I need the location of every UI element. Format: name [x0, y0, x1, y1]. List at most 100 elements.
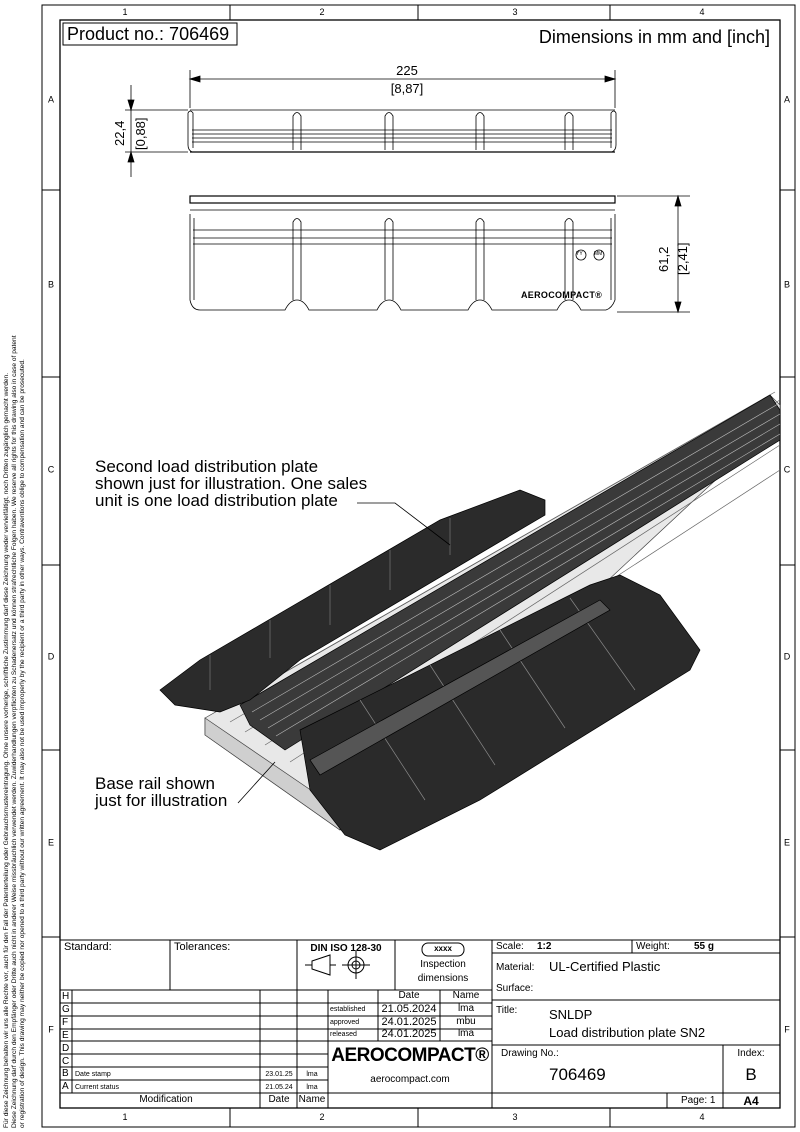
- approval-name-released: lma: [457, 1028, 475, 1039]
- zone-row-e-right: E: [783, 837, 791, 848]
- revision-description: Current status: [75, 1084, 119, 1092]
- index-label: Index:: [737, 1048, 765, 1059]
- zone-row-f: F: [48, 1024, 54, 1035]
- zone-col-1-bottom: 1: [122, 1112, 128, 1122]
- approval-date-approved: 24.01.2025: [381, 1016, 437, 1028]
- revision-date-header: Date: [268, 1094, 290, 1105]
- sheet-format: A4: [743, 1094, 759, 1108]
- approval-name-header: Name: [452, 990, 480, 1001]
- revision-name: lma: [306, 1084, 318, 1092]
- zone-col-4: 4: [699, 7, 705, 17]
- approval-label-established: established: [330, 1006, 366, 1013]
- dim-height-in: [0,88]: [133, 117, 148, 150]
- side-view: [187, 109, 617, 153]
- din-standard: DIN ISO 128-30: [310, 943, 382, 954]
- zone-row-a: A: [47, 94, 55, 105]
- company-url: aerocompact.com: [370, 1074, 450, 1085]
- leader-second-plate: [357, 502, 451, 546]
- scale-label: Scale:: [496, 941, 524, 952]
- zone-row-c: C: [47, 464, 55, 475]
- revision-date: 23.01.25: [265, 1071, 293, 1079]
- inspection-label-2: dimensions: [417, 973, 469, 984]
- company-logo: AEROCOMPACT®: [331, 1045, 489, 1066]
- revision-name-header: Name: [298, 1094, 326, 1105]
- revision-description: Date stamp: [75, 1071, 111, 1079]
- copyright-line-2: Diese Zeichnung darf durch den Empfänger…: [11, 335, 18, 1128]
- zone-col-2: 2: [319, 7, 325, 17]
- note-base-rail-1: Base rail shown: [95, 774, 216, 793]
- product-no-box: [62, 22, 238, 46]
- material-value: UL-Certified Plastic: [549, 959, 661, 974]
- drawing-no-value: 706469: [549, 1065, 606, 1084]
- page-number: Page: 1: [681, 1095, 716, 1106]
- standard-label: Standard:: [64, 941, 112, 953]
- revision-name: lma: [306, 1071, 318, 1079]
- approval-name-approved: mbu: [456, 1016, 476, 1027]
- part-symbol-yy: YY: [576, 251, 583, 257]
- inner-frame: [59, 19, 781, 1109]
- scale-value: 1:2: [537, 941, 552, 952]
- units-note: Dimensions in mm and [inch]: [538, 27, 770, 47]
- revision-letter: H: [62, 991, 70, 1002]
- revision-letter: G: [62, 1003, 70, 1015]
- zone-row-e: E: [47, 837, 55, 848]
- revision-letter: D: [62, 1042, 70, 1054]
- revision-letter: E: [62, 1029, 69, 1041]
- weight-value: 55 g: [694, 941, 715, 952]
- isometric-view: [159, 391, 781, 851]
- title-line-1: SNLDP: [549, 1007, 593, 1022]
- dim-width-mm: 61,2: [656, 246, 671, 272]
- recycling-symbol-mm: [593, 249, 605, 261]
- revision-letter: F: [62, 1016, 69, 1028]
- dim-length-mm: 225: [396, 63, 418, 78]
- title-line-2: Load distribution plate SN2: [549, 1025, 706, 1040]
- zone-row-c-right: C: [783, 464, 791, 475]
- revision-modification-header: Modification: [139, 1094, 193, 1105]
- inspection-badge: xxxx: [434, 944, 452, 953]
- note-second-plate-1: Second load distribution plate: [95, 457, 319, 476]
- zone-col-3-bottom: 3: [512, 1112, 518, 1122]
- zone-row-d-right: D: [783, 651, 791, 662]
- index-value: B: [745, 1065, 757, 1084]
- note-second-plate-2: shown just for illustration. One sales: [95, 474, 368, 493]
- dimension-height: [125, 85, 188, 177]
- title-block-lines: [60, 939, 780, 1108]
- approval-label-approved: approved: [330, 1019, 360, 1026]
- approval-date-header: Date: [398, 990, 420, 1001]
- dimension-width: [617, 194, 690, 314]
- drawing-no-label: Drawing No.:: [501, 1048, 559, 1059]
- zone-row-a-right: A: [783, 94, 791, 105]
- surface-label: Surface:: [496, 983, 534, 994]
- zone-row-f-right: F: [784, 1024, 790, 1035]
- zone-row-b-right: B: [783, 279, 791, 290]
- approval-date-released: 24.01.2025: [381, 1028, 437, 1040]
- part-logo-marking: AEROCOMPACT®: [521, 290, 603, 300]
- note-base-rail-2: just for illustration: [95, 791, 228, 810]
- recycling-symbol-yy: [575, 249, 587, 261]
- tolerances-label: Tolerances:: [174, 941, 231, 953]
- copyright-line-1: Für diese Zeichnung behalten wir uns all…: [3, 372, 10, 1128]
- dim-width-in: [2,41]: [675, 242, 690, 275]
- title-label: Title:: [496, 1005, 518, 1016]
- zone-row-d: D: [47, 651, 55, 662]
- zone-col-1: 1: [122, 7, 128, 17]
- revision-letter: A: [62, 1081, 69, 1093]
- dim-height-mm: 22,4: [112, 120, 127, 146]
- revision-letter: B: [62, 1068, 69, 1080]
- part-symbol-mm: MM: [594, 251, 603, 257]
- weight-label: Weight:: [636, 941, 670, 952]
- product-number: Product no.: 706469: [67, 24, 230, 44]
- inspection-label-1: Inspection: [420, 959, 466, 970]
- dim-length-in: [8,87]: [390, 81, 424, 96]
- zone-col-2-bottom: 2: [319, 1112, 325, 1122]
- approval-name-established: lma: [457, 1003, 475, 1014]
- load-distribution-plate: [299, 574, 701, 851]
- second-plate: [159, 489, 546, 713]
- zone-row-b: B: [47, 279, 55, 290]
- revision-letter: C: [62, 1055, 70, 1067]
- approval-label-released: released: [330, 1031, 357, 1038]
- copyright-line-3: or registration of design. This drawing …: [19, 359, 26, 1128]
- material-label: Material:: [496, 962, 535, 973]
